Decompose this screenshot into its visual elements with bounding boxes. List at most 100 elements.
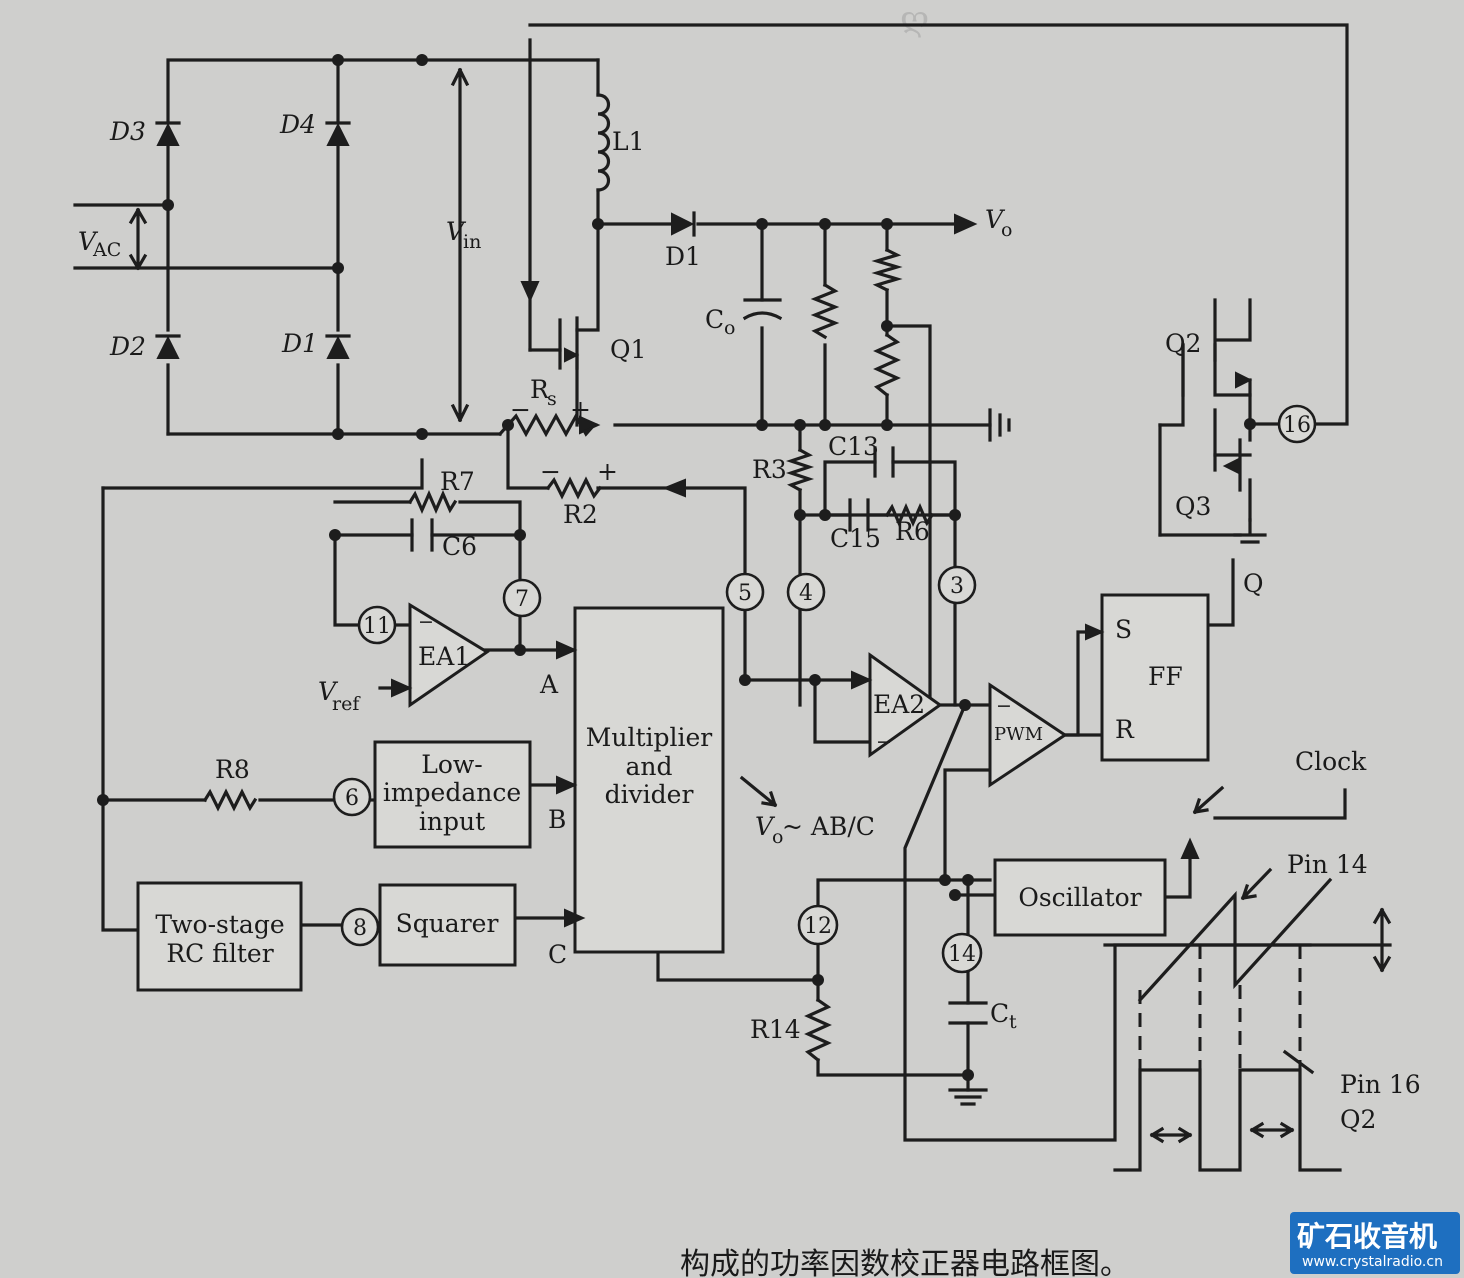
- label-d1: D1: [665, 242, 701, 271]
- ac-input-lines: [73, 203, 340, 270]
- watermark-bg: [1290, 1212, 1460, 1274]
- q1-drain: [575, 222, 600, 332]
- diode-d2: [155, 334, 181, 359]
- lowimp-text-1: Low-: [421, 750, 483, 779]
- label-vo-sub: o: [1001, 219, 1012, 241]
- label-vac: V: [78, 227, 99, 256]
- c13-branch: [823, 460, 957, 517]
- label-q2: Q2: [1165, 329, 1201, 358]
- q3-body: [1213, 378, 1252, 522]
- resistor-r2: [545, 476, 603, 500]
- watermark-brand: 矿石收音机: [1297, 1220, 1437, 1253]
- label-ct-sub: t: [1009, 1011, 1017, 1033]
- resistor-r14: [804, 997, 832, 1063]
- label-vref: V: [318, 677, 339, 706]
- pin-4-circle: [786, 572, 826, 612]
- pin-6-circle: [332, 777, 372, 817]
- label-r2-plus: +: [597, 457, 618, 486]
- label-vo: V: [985, 205, 1006, 234]
- ground-symbol-q3: [1233, 518, 1267, 544]
- label-r6: R6: [895, 517, 930, 546]
- top-rail: [166, 58, 600, 122]
- multiplier-text-2: and: [625, 752, 672, 781]
- label-d3: D3: [109, 117, 146, 146]
- q2-body: [1213, 298, 1252, 362]
- label-co-sub: o: [724, 317, 735, 339]
- resistor-r8: [202, 788, 258, 812]
- label-r2: R2: [563, 500, 598, 529]
- twostage-text-2: RC filter: [166, 939, 273, 968]
- block-flipflop: [1100, 593, 1210, 762]
- pin-4-label: 4: [799, 581, 813, 606]
- label-pin16: Pin 16: [1340, 1070, 1421, 1099]
- label-pin16-q2: Q2: [1340, 1105, 1376, 1134]
- osc-to-clock: [1163, 843, 1192, 899]
- label-ea2: EA2: [873, 690, 925, 719]
- pin-12-label: 12: [804, 914, 832, 939]
- label-d4: D4: [279, 110, 316, 139]
- label-vo-eq: V: [755, 812, 776, 841]
- pin-5-label: 5: [738, 581, 752, 606]
- pin5-line: [743, 608, 872, 682]
- pin-16-circle: [1277, 404, 1317, 444]
- label-clock: Clock: [1295, 747, 1367, 776]
- pin-7-circle: [502, 578, 542, 618]
- block-texts: Multiplier and divider Low- impedance in…: [155, 723, 1141, 968]
- diode-d1-bridge: [325, 334, 351, 359]
- capacitor-ct: [948, 1001, 988, 1025]
- ground-symbol-rail: [988, 408, 1011, 442]
- label-r8: R8: [215, 755, 250, 784]
- label-c13: C13: [828, 432, 879, 461]
- twostage-text-1: Two-stage: [155, 910, 284, 939]
- diode-d3: [155, 121, 181, 146]
- pin-14-circle: [941, 932, 983, 974]
- inductor-l1: [596, 93, 611, 192]
- figure-caption: 构成的功率因数校正器电路框图。: [680, 1247, 1130, 1278]
- ea2-minus-wire: [813, 678, 872, 744]
- resistor-divider-bottom: [873, 332, 901, 398]
- mosfet-q3: [1213, 438, 1252, 492]
- label-ea1: EA1: [418, 642, 470, 671]
- label-q-out: Q: [1243, 569, 1264, 598]
- label-vo-eq-sub: o: [772, 826, 783, 848]
- label-ff-r: R: [1115, 715, 1135, 744]
- label-c: C: [548, 940, 567, 969]
- pin-3-label: 3: [950, 574, 964, 599]
- waveform: [1103, 877, 1392, 1172]
- pin-14-label: 14: [948, 942, 976, 967]
- resistor-r3: [785, 447, 815, 493]
- mosfet-q2: [1181, 343, 1253, 397]
- label-rs: R: [530, 375, 550, 404]
- label-c6: C6: [442, 532, 477, 561]
- divider-tap: [885, 324, 932, 707]
- block-two-stage-filter: [136, 881, 303, 992]
- pin-3-circle: [937, 565, 977, 605]
- block-multiplier: [573, 606, 725, 954]
- labels: D3 D4 D2 D1 L1 D1 V in V AC V o C o Q1 R…: [78, 110, 1421, 1134]
- multiplier-out: [656, 943, 820, 982]
- wires: [73, 23, 1349, 1142]
- ramp-pin14: [1137, 877, 1333, 1003]
- pin-8-circle: [340, 907, 380, 947]
- label-c15: C15: [830, 524, 881, 553]
- clock-pulse: [1213, 788, 1347, 820]
- label-ff: FF: [1148, 662, 1183, 691]
- left-feed-top: [101, 458, 424, 490]
- multiplier-text-3: divider: [605, 780, 694, 809]
- label-r3: R3: [752, 455, 787, 484]
- label-vac-sub: AC: [92, 239, 121, 261]
- label-r7: R7: [440, 467, 475, 496]
- capacitor-c15: [848, 498, 870, 532]
- pin-circles: 11 7 5 4 3 6 8 12 14 16: [332, 404, 1317, 974]
- label-a: A: [539, 670, 559, 699]
- arrows: [128, 67, 1392, 1075]
- r2-branch: [506, 423, 747, 577]
- label-ea2-minus: −: [876, 731, 892, 753]
- label-b: B: [548, 805, 566, 834]
- label-vin: V: [446, 217, 467, 246]
- pin-6-label: 6: [345, 786, 359, 811]
- ground-symbol-ct: [948, 1088, 988, 1106]
- pin-11-circle: [357, 605, 397, 645]
- pin12-top: [816, 878, 992, 907]
- label-d2: D2: [109, 332, 146, 361]
